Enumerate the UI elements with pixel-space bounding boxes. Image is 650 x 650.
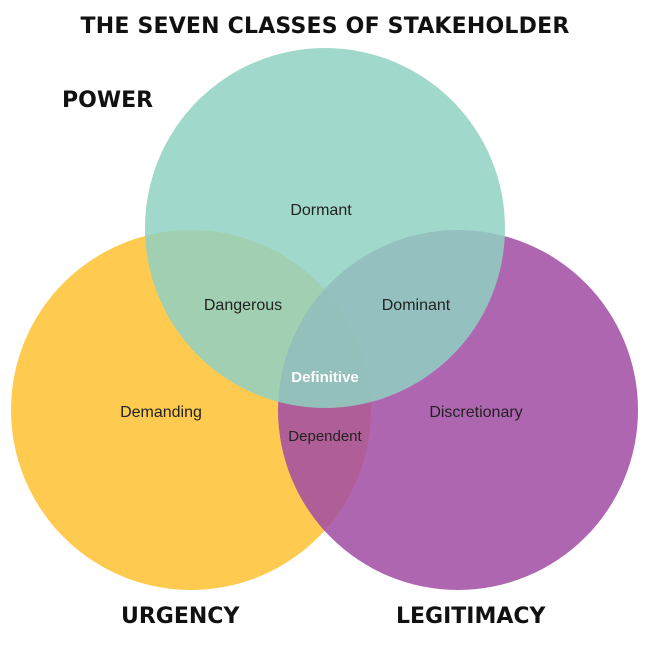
legitimacy-set-label: LEGITIMACY — [396, 604, 546, 629]
region-demanding-label: Demanding — [120, 404, 202, 421]
power-set-label: POWER — [62, 88, 154, 113]
diagram-title: THE SEVEN CLASSES OF STAKEHOLDER — [80, 14, 570, 39]
region-definitive-label: Definitive — [291, 369, 359, 386]
power-circle — [145, 48, 505, 408]
region-dangerous-label: Dangerous — [204, 297, 282, 314]
urgency-set-label: URGENCY — [121, 604, 240, 629]
region-dependent-label: Dependent — [288, 428, 362, 445]
region-dominant-label: Dominant — [382, 297, 451, 314]
region-discretionary-label: Discretionary — [429, 404, 522, 421]
region-dormant-label: Dormant — [290, 202, 352, 219]
